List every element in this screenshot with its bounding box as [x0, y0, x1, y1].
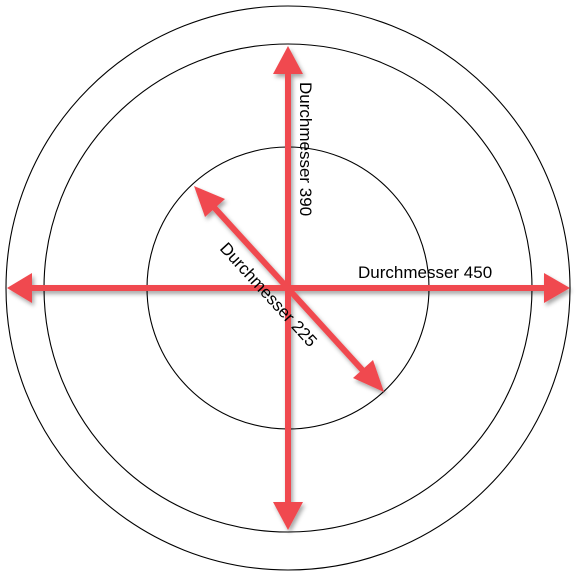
label-diameter-225: Durchmesser 225 — [216, 239, 321, 351]
arrow-group — [7, 46, 570, 530]
arrow-diameter-225 — [194, 186, 384, 392]
label-diameter-390: Durchmesser 390 — [296, 82, 315, 216]
label-diameter-450: Durchmesser 450 — [358, 263, 492, 282]
